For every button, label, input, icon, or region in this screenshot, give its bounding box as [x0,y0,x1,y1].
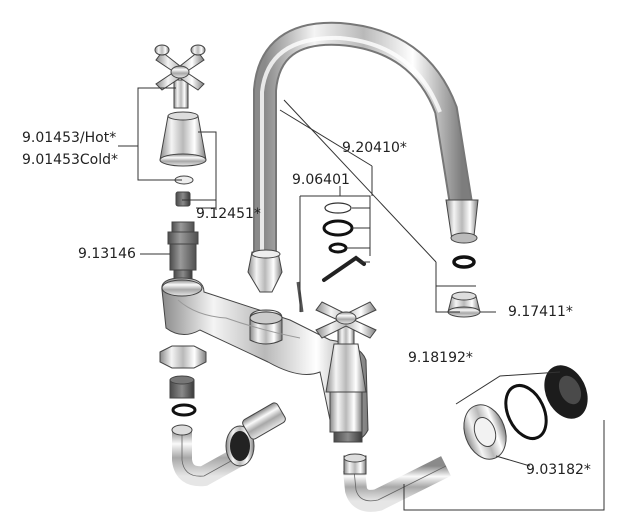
right-headwork [315,301,377,443]
left-lower-nut [159,345,207,369]
spout-oring-bottom [328,242,348,254]
leader-lines [118,87,605,511]
spout-oring-top [324,202,352,214]
right-black-oring [504,384,548,440]
left-spindle-cap [175,191,191,207]
label-seal-kit: 9.06401 [292,172,350,188]
allen-key-tool [322,255,366,282]
left-lower-washer [171,403,197,417]
right-flange-washer [463,404,507,460]
left-cross-handle [154,44,206,109]
left-lower-sleeve [169,375,195,399]
spout-oring-mid [322,219,354,237]
label-spout-aerator: 9.17411* [508,304,573,320]
left-shroud [159,111,207,167]
label-handle-hot: 9.01453/Hot* [22,130,116,146]
aerator-housing [447,291,481,318]
label-cartridge: 9.13146 [78,246,136,262]
label-handle-cold: 9.01453Cold* [22,152,118,168]
aerator-washer [452,255,476,269]
label-tail-kit: 9.03182* [526,462,591,478]
right-black-nut [544,365,588,419]
faucet-body [161,277,369,443]
label-washer-kit: 9.18192* [408,350,473,366]
cartridge-part [167,221,199,281]
swan-neck-spout [247,21,479,293]
left-tail-pipe [171,402,286,487]
label-spout-kit: 9.20410* [342,140,407,156]
right-tail-pipe [343,453,451,512]
label-headwork-kit: 9.12451* [196,206,261,222]
